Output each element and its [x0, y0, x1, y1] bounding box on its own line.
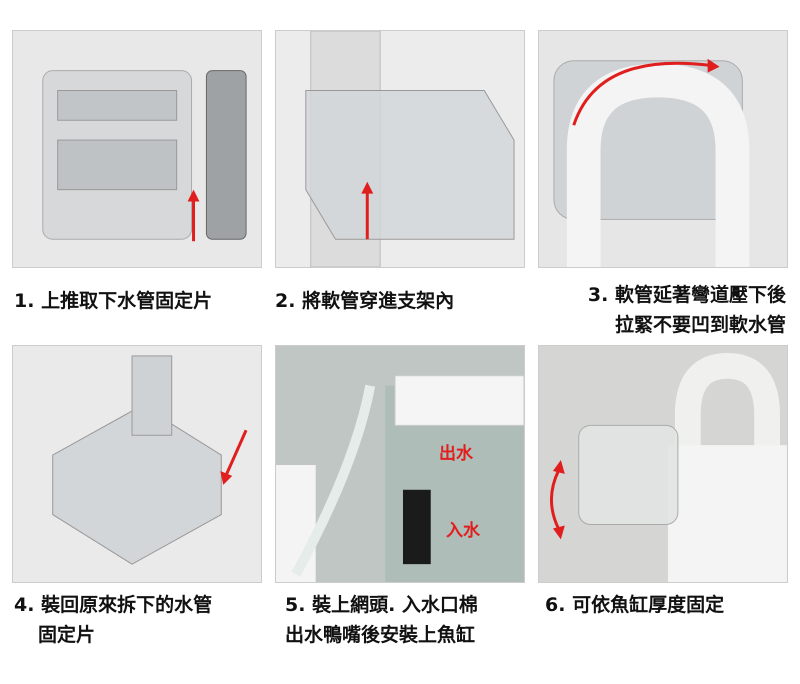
- step-2-photo: [275, 30, 525, 268]
- step-6-caption: 6. 可依魚缸厚度固定: [545, 594, 725, 616]
- down-arrow-icon: [224, 429, 248, 476]
- step-4-photo: [12, 345, 262, 583]
- outlet-label: 出水: [439, 444, 473, 464]
- step-3-photo: [538, 30, 788, 268]
- step-1-photo: [12, 30, 262, 268]
- sponge-filter: [402, 489, 431, 565]
- step-2-caption: 2. 將軟管穿進支架內: [275, 290, 455, 312]
- adjust-arrow-icon: [550, 469, 561, 531]
- inlet-label: 入水: [446, 521, 480, 541]
- step-3-caption: 3. 軟管延著彎道壓下後 拉緊不要凹到軟水管: [587, 284, 786, 336]
- step-5-caption: 5. 裝上網頭. 入水口棉 出水鴨嘴後安裝上魚缸: [285, 594, 478, 646]
- curved-arrow-icon: [572, 61, 713, 126]
- step-6-photo: [538, 345, 788, 583]
- step-4-caption: 4. 裝回原來拆下的水管 固定片: [14, 594, 213, 646]
- step-5-photo: 出水 入水: [275, 345, 525, 583]
- step-1-caption: 1. 上推取下水管固定片: [14, 290, 213, 312]
